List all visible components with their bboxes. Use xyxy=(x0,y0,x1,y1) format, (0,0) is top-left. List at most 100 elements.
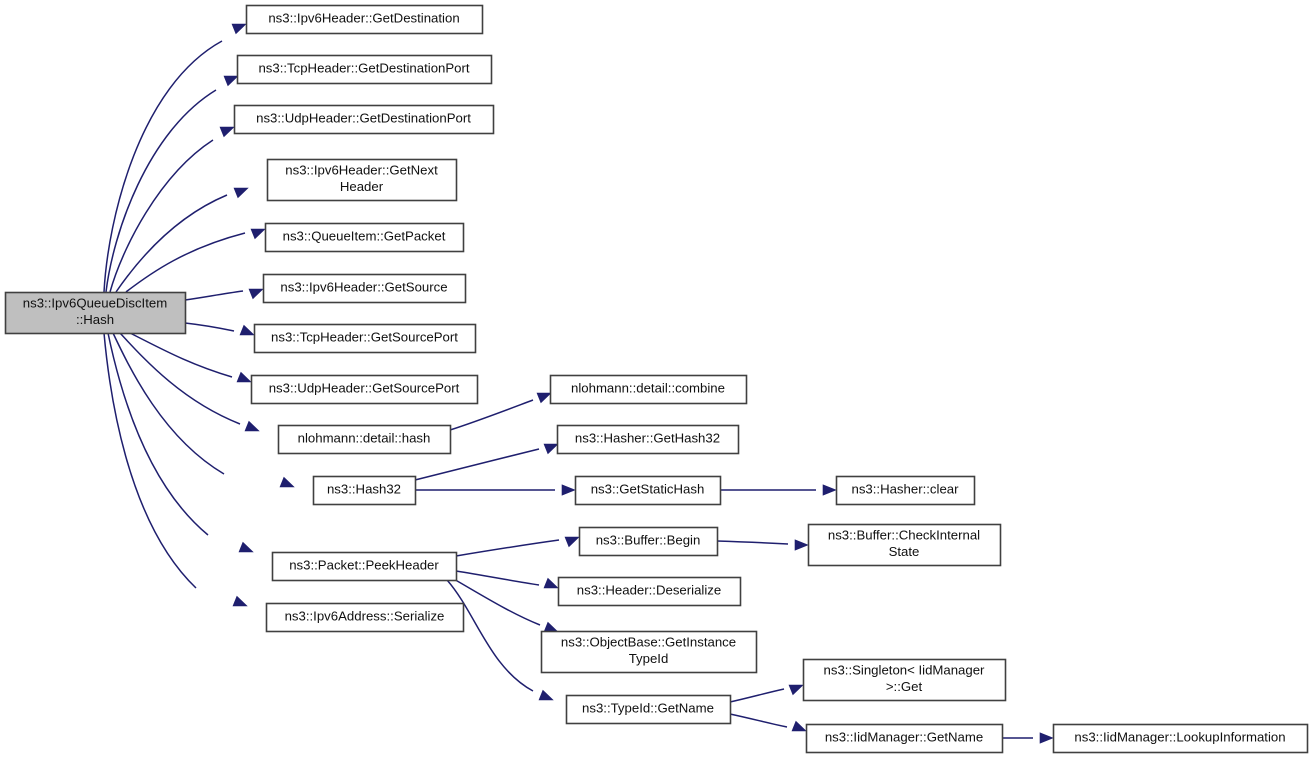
node-box[interactable] xyxy=(250,374,479,405)
node-box[interactable] xyxy=(578,526,719,557)
node-box[interactable] xyxy=(557,576,742,607)
node-box[interactable] xyxy=(565,694,732,725)
call-edge xyxy=(449,392,552,431)
node-label: nlohmann::detail::hash xyxy=(298,430,431,445)
node-box[interactable] xyxy=(245,4,484,35)
graph-node-typeid_getname[interactable]: ns3::TypeId::GetName xyxy=(565,694,732,725)
node-label: ns3::Header::Deserialize xyxy=(577,582,721,597)
node-label: State xyxy=(889,544,920,559)
call-edge xyxy=(1002,732,1054,744)
node-label: ns3::Packet::PeekHeader xyxy=(289,557,439,572)
graph-node-singleton_iidmanager_get[interactable]: ns3::Singleton< IidManager>::Get xyxy=(802,658,1007,702)
edge-line xyxy=(451,577,541,626)
graph-node-udp_getsourceport[interactable]: ns3::UdpHeader::GetSourcePort xyxy=(250,374,479,405)
node-label: ns3::Ipv6Header::GetSource xyxy=(280,279,447,294)
edge-line xyxy=(105,89,217,293)
node-label: ns3::TypeId::GetName xyxy=(582,700,714,715)
node-box[interactable] xyxy=(312,475,417,506)
edge-line xyxy=(109,139,214,293)
call-edge xyxy=(129,332,252,383)
call-edge xyxy=(729,713,807,732)
graph-node-buffer_begin[interactable]: ns3::Buffer::Begin xyxy=(578,526,719,557)
node-label: TypeId xyxy=(629,651,669,666)
edge-line xyxy=(112,332,225,475)
node-label: ns3::Ipv6Header::GetDestination xyxy=(268,10,459,25)
graph-node-hasher_clear[interactable]: ns3::Hasher::clear xyxy=(835,475,976,506)
call-edge xyxy=(455,536,580,557)
node-box[interactable] xyxy=(264,222,465,253)
edge-line xyxy=(184,322,235,332)
call-edge xyxy=(451,577,559,633)
node-label: ns3::Singleton< IidManager xyxy=(824,663,986,678)
call-edge xyxy=(103,332,248,607)
node-box[interactable] xyxy=(1052,723,1309,754)
graph-node-ipv6address_serialize[interactable]: ns3::Ipv6Address::Serialize xyxy=(265,602,465,633)
node-box[interactable] xyxy=(262,273,467,304)
edge-line xyxy=(125,232,246,293)
graph-node-udp_getdestinationport[interactable]: ns3::UdpHeader::GetDestinationPort xyxy=(233,104,495,135)
node-box[interactable] xyxy=(277,424,452,455)
graph-node-ipv6_getsource[interactable]: ns3::Ipv6Header::GetSource xyxy=(262,273,467,304)
graph-node-root[interactable]: ns3::Ipv6QueueDiscItem::Hash xyxy=(4,291,187,335)
call-edge xyxy=(112,332,295,488)
node-box[interactable] xyxy=(236,54,493,85)
node-box[interactable] xyxy=(265,602,465,633)
call-edge xyxy=(446,579,554,701)
node-box[interactable] xyxy=(540,630,758,674)
call-edge xyxy=(415,484,576,496)
node-box[interactable] xyxy=(805,723,1004,754)
node-label: >::Get xyxy=(886,679,923,694)
node-label: ns3::TcpHeader::GetSourcePort xyxy=(271,329,458,344)
node-label: ns3::Buffer::Begin xyxy=(596,532,701,547)
graph-node-ipv6_getdestination[interactable]: ns3::Ipv6Header::GetDestination xyxy=(245,4,484,35)
graph-node-tcp_getdestinationport[interactable]: ns3::TcpHeader::GetDestinationPort xyxy=(236,54,493,85)
graph-node-nlohmann_hash[interactable]: nlohmann::detail::hash xyxy=(277,424,452,455)
graph-node-hash32[interactable]: ns3::Hash32 xyxy=(312,475,417,506)
call-edge xyxy=(729,684,804,703)
node-box[interactable] xyxy=(271,551,458,582)
node-box[interactable] xyxy=(549,374,748,405)
node-label: ns3::QueueItem::GetPacket xyxy=(283,228,446,243)
node-box[interactable] xyxy=(253,323,477,354)
node-label: ns3::Hash32 xyxy=(327,481,401,496)
node-box[interactable] xyxy=(807,523,1002,567)
edge-line xyxy=(414,448,540,481)
graph-node-iidmanager_lookupinformation[interactable]: ns3::IidManager::LookupInformation xyxy=(1052,723,1309,754)
edge-line xyxy=(119,332,241,425)
call-edge xyxy=(105,75,239,293)
call-edge xyxy=(716,539,809,551)
edge-line xyxy=(455,570,540,586)
node-label: ns3::UdpHeader::GetDestinationPort xyxy=(256,110,471,125)
node-box[interactable] xyxy=(4,291,187,335)
graph-node-queueitem_getpacket[interactable]: ns3::QueueItem::GetPacket xyxy=(264,222,465,253)
graph-node-iidmanager_getname[interactable]: ns3::IidManager::GetName xyxy=(805,723,1004,754)
node-box[interactable] xyxy=(266,158,458,202)
node-box[interactable] xyxy=(233,104,495,135)
edge-line xyxy=(729,688,785,703)
node-label: ns3::GetStaticHash xyxy=(591,481,705,496)
node-label: ns3::Buffer::CheckInternal xyxy=(828,528,980,543)
graph-node-tcp_getsourceport[interactable]: ns3::TcpHeader::GetSourcePort xyxy=(253,323,477,354)
graph-node-hasher_gethash32[interactable]: ns3::Hasher::GetHash32 xyxy=(556,424,740,455)
node-box[interactable] xyxy=(802,658,1007,702)
edge-line xyxy=(129,332,233,378)
nodes-layer: ns3::Ipv6QueueDiscItem::Hash ns3::Ipv6Hea… xyxy=(4,4,1309,754)
node-box[interactable] xyxy=(574,475,722,506)
call-edge xyxy=(125,228,266,293)
node-box[interactable] xyxy=(556,424,740,455)
edge-line xyxy=(103,40,223,293)
graph-node-header_deserialize[interactable]: ns3::Header::Deserialize xyxy=(557,576,742,607)
node-box[interactable] xyxy=(835,475,976,506)
edge-line xyxy=(184,290,244,301)
edge-line xyxy=(107,332,209,536)
graph-node-packet_peekheader[interactable]: ns3::Packet::PeekHeader xyxy=(271,551,458,582)
edge-line xyxy=(716,540,789,545)
edge-line xyxy=(115,194,228,293)
graph-node-getstatichash[interactable]: ns3::GetStaticHash xyxy=(574,475,722,506)
node-label: ns3::ObjectBase::GetInstance xyxy=(561,635,736,650)
graph-node-nlohmann_combine[interactable]: nlohmann::detail::combine xyxy=(549,374,748,405)
